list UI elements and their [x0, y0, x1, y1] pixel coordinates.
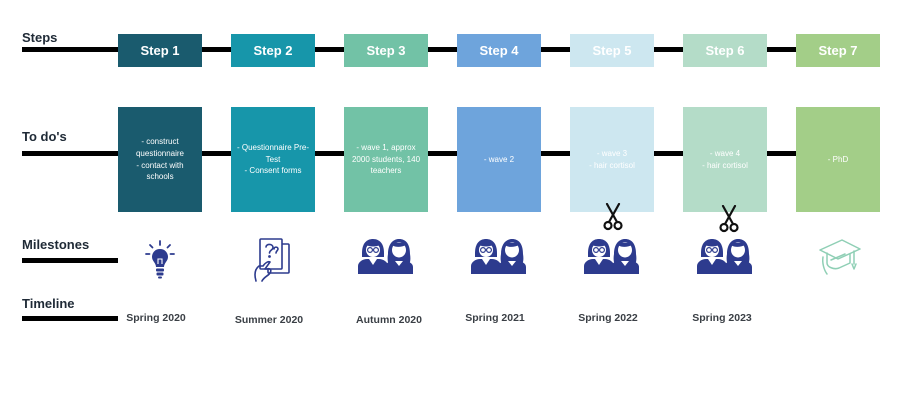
- timeline-label: Spring 2023: [692, 312, 752, 324]
- todo-line: - wave 4: [709, 148, 741, 158]
- todo-line: - Questionnaire Pre-Test: [236, 143, 310, 164]
- graduation-cap-icon: [819, 239, 861, 275]
- scissors-icon: [603, 203, 623, 231]
- timeline-label: Autumn 2020: [356, 314, 422, 326]
- lightbulb-icon: [145, 240, 175, 279]
- step-label: Step 1: [140, 43, 180, 58]
- todo-line: - hair cortisol: [702, 160, 748, 170]
- step-box: Step 3: [344, 34, 428, 67]
- todo-box: - wave 2: [457, 107, 541, 212]
- step-box: Step 4: [457, 34, 541, 67]
- todo-box: - Questionnaire Pre-Test - Consent forms: [231, 107, 315, 212]
- todos-line: [22, 151, 880, 156]
- steps-row-label: Steps: [22, 30, 58, 45]
- step-label: Step 6: [705, 43, 745, 58]
- todo-line: - wave 2: [483, 154, 515, 164]
- timeline-row-label: Timeline: [22, 296, 75, 311]
- step-label: Step 4: [479, 43, 519, 58]
- students-icon: [697, 239, 752, 274]
- step-label: Step 5: [592, 43, 632, 58]
- step-label: Step 3: [366, 43, 406, 58]
- todo-line: - construct questionnaire: [135, 137, 185, 158]
- questionnaire-icon: [254, 238, 290, 282]
- timeline-line: [22, 316, 118, 321]
- step-box: Step 2: [231, 34, 315, 67]
- todo-box: - wave 1, approx 2000 students, 140 teac…: [344, 107, 428, 212]
- todo-line: - contact with schools: [136, 160, 184, 182]
- todos-row-label: To do's: [22, 129, 67, 144]
- step-box: Step 6: [683, 34, 767, 67]
- students-icon: [584, 239, 639, 274]
- step-box: Step 7: [796, 34, 880, 67]
- timeline-label: Spring 2020: [126, 312, 186, 324]
- todo-line: - Consent forms: [244, 166, 302, 176]
- timeline-label: Spring 2022: [578, 312, 638, 324]
- scissors-icon: [719, 205, 739, 233]
- timeline-label: Summer 2020: [234, 314, 304, 326]
- todo-box: - construct questionnaire - contact with…: [118, 107, 202, 212]
- todo-box: - wave 3 - hair cortisol: [570, 107, 654, 212]
- timeline-label: Spring 2021: [465, 312, 525, 324]
- milestones-line: [22, 258, 118, 263]
- students-icon: [471, 239, 526, 274]
- todo-box: - PhD: [796, 107, 880, 212]
- step-box: Step 5: [570, 34, 654, 67]
- step-label: Step 7: [818, 43, 858, 58]
- todo-line: - hair cortisol: [589, 160, 635, 170]
- students-icon: [358, 239, 413, 274]
- todo-line: - PhD: [827, 154, 849, 164]
- todo-line: - wave 3: [596, 148, 628, 158]
- step-label: Step 2: [253, 43, 293, 58]
- todo-line: - wave 1, approx 2000 students, 140 teac…: [351, 143, 421, 176]
- milestones-row-label: Milestones: [22, 237, 90, 252]
- step-box: Step 1: [118, 34, 202, 67]
- todo-box: - wave 4 - hair cortisol: [683, 107, 767, 212]
- steps-line: [22, 47, 880, 52]
